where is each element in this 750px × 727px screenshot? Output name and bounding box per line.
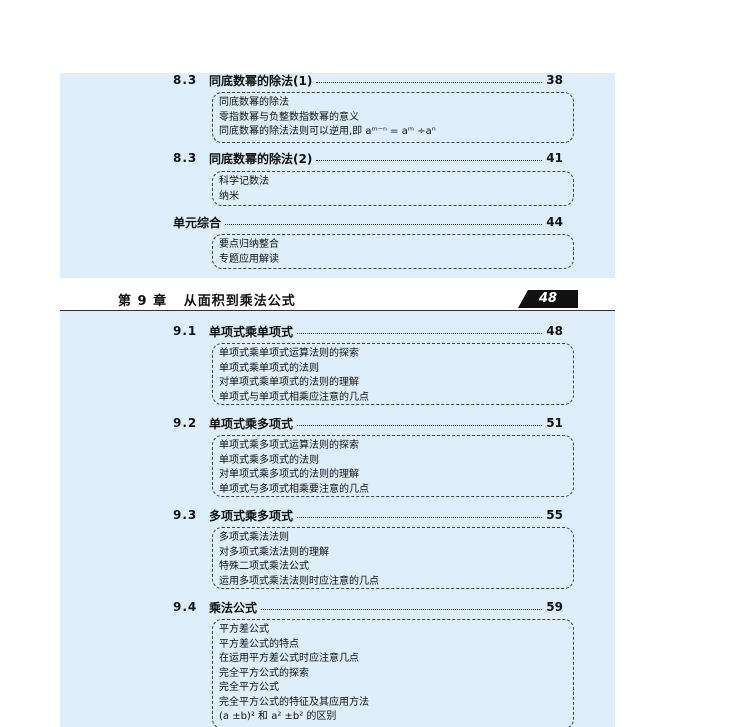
section-title: 同底数幂的除法(2) [209, 151, 313, 166]
section-number: 9.3 [173, 508, 198, 522]
dot-leader [261, 608, 543, 610]
subtopic-item: 单项式乘多项式运算法则的探索 [219, 440, 359, 451]
subtopic-item: 同底数幂的除法 [219, 97, 289, 108]
toc-entry[interactable]: 9.1 单项式乘单项式 48 [173, 323, 563, 339]
subtopic-item: (a ±b)² 和 a² ±b² 的区别 [219, 711, 337, 722]
section-title: 同底数幂的除法(1) [209, 73, 313, 88]
section-number: 8.3 [173, 73, 198, 87]
subtopic-box: 平方差公式平方差公式的特点在运用平方差公式时应注意几点完全平方公式的探索完全平方… [212, 619, 574, 727]
subtopic-item: 特殊二项式乘法公式 [219, 561, 309, 572]
subtopic-item: 在运用平方差公式时应注意几点 [219, 653, 359, 664]
toc-entry[interactable]: 9.3 多项式乘多项式 55 [173, 507, 563, 523]
dot-leader [316, 81, 543, 83]
toc-panel-chapter-9 [60, 310, 615, 727]
page-number: 38 [546, 73, 563, 87]
chapter-header: 第 9 章 从面积到乘法公式 48 [60, 284, 615, 311]
subtopic-item: 单项式与多项式相乘要注意的几点 [219, 483, 369, 495]
section-number: 8.3 [173, 151, 198, 165]
dot-leader [316, 159, 543, 161]
chapter-title: 第 9 章 从面积到乘法公式 [118, 294, 296, 309]
subtopic-item: 对单项式乘单项式的法则的理解 [219, 377, 359, 388]
toc-panel-top [60, 73, 615, 278]
subtopic-item: 纳米 [219, 190, 239, 202]
subtopic-box: 要点归纳整合专题应用解读 [212, 234, 574, 269]
subtopic-item: 平方差公式 [219, 624, 269, 635]
subtopic-box: 多项式乘法法则对多项式乘法法则的理解特殊二项式乘法公式运用多项式乘法法则时应注意… [212, 527, 574, 589]
subtopic-box: 同底数幂的除法零指数幂与负整数指数幂的意义同底数幂的除法法则可以逆用,即 aᵐ⁻… [212, 92, 574, 143]
toc-entry[interactable]: 8.3 同底数幂的除法(2) 41 [173, 150, 563, 166]
subtopic-item: 科学记数法 [219, 176, 269, 187]
subtopic-box: 单项式乘多项式运算法则的探索单项式乘多项式的法则对单项式乘多项式的法则的理解单项… [212, 435, 574, 497]
toc-entry[interactable]: 单元综合 44 [173, 214, 563, 230]
section-title: 多项式乘多项式 [209, 508, 294, 523]
section-number: 9.4 [173, 600, 198, 614]
toc-entry[interactable]: 8.3 同底数幂的除法(1) 38 [173, 72, 563, 88]
subtopic-item: 专题应用解读 [219, 253, 279, 265]
subtopic-item: 运用多项式乘法法则时应注意的几点 [219, 575, 379, 587]
page-number: 48 [546, 324, 563, 338]
page-number: 44 [546, 215, 563, 229]
page-number: 59 [546, 600, 563, 614]
subtopic-item: 对多项式乘法法则的理解 [219, 546, 329, 558]
dot-leader [297, 424, 543, 426]
subtopic-item: 平方差公式的特点 [219, 638, 299, 650]
subtopic-item: 对单项式乘多项式的法则的理解 [219, 469, 359, 480]
page-number: 51 [546, 416, 563, 430]
subtopic-box: 科学记数法纳米 [212, 171, 574, 206]
section-number: 9.1 [173, 324, 198, 338]
subtopic-item: 单项式乘单项式运算法则的探索 [219, 348, 359, 359]
toc-entry[interactable]: 9.2 单项式乘多项式 51 [173, 415, 563, 431]
subtopic-item: 单项式乘多项式的法则 [219, 454, 319, 466]
subtopic-item: 多项式乘法法则 [219, 532, 289, 543]
dot-leader [297, 332, 543, 334]
section-title: 乘法公式 [209, 600, 258, 615]
subtopic-item: 单项式乘单项式的法则 [219, 362, 319, 374]
page-number: 55 [546, 508, 563, 522]
section-number: 9.2 [173, 416, 198, 430]
section-title: 单项式乘多项式 [209, 416, 294, 431]
subtopic-item: 完全平方公式的探索 [219, 667, 309, 679]
subtopic-item: 同底数幂的除法法则可以逆用,即 aᵐ⁻ⁿ = aᵐ ÷aⁿ [219, 126, 436, 137]
section-title: 单项式乘单项式 [209, 324, 294, 339]
subtopic-box: 单项式乘单项式运算法则的探索单项式乘单项式的法则对单项式乘单项式的法则的理解单项… [212, 343, 574, 405]
dot-leader [225, 223, 543, 225]
subtopic-item: 要点归纳整合 [219, 239, 279, 250]
chapter-page-badge: 48 [518, 290, 578, 308]
subtopic-item: 零指数幂与负整数指数幂的意义 [219, 111, 359, 123]
section-title: 单元综合 [173, 215, 222, 230]
dot-leader [297, 516, 543, 518]
subtopic-item: 完全平方公式的特征及其应用方法 [219, 696, 369, 708]
subtopic-item: 单项式与单项式相乘应注意的几点 [219, 391, 369, 403]
toc-entry[interactable]: 9.4 乘法公式 59 [173, 599, 563, 615]
page-number: 41 [546, 151, 563, 165]
subtopic-item: 完全平方公式 [219, 682, 279, 693]
